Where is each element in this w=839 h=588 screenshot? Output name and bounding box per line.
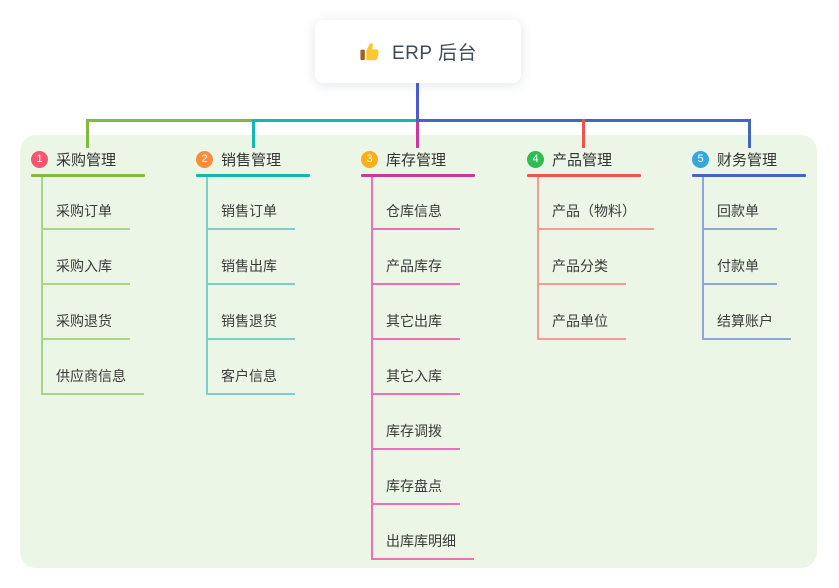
- leaf-node[interactable]: 销售退货: [206, 310, 295, 340]
- leaf-node[interactable]: 产品（物料）: [537, 200, 654, 230]
- leaf-node-label: 仓库信息: [386, 203, 442, 219]
- leaf-node[interactable]: 销售出库: [206, 255, 295, 285]
- branch-index-badge: 2: [196, 150, 213, 168]
- leaf-node[interactable]: 仓库信息: [371, 200, 460, 230]
- leaf-node[interactable]: 结算账户: [702, 310, 791, 340]
- leaf-node-label: 销售出库: [221, 258, 277, 274]
- branch-underline: [196, 174, 310, 177]
- leaf-node[interactable]: 销售订单: [206, 200, 295, 230]
- root-node-label: ERP 后台: [391, 43, 477, 64]
- leaf-node-label: 结算账户: [717, 313, 773, 329]
- leaf-node-label: 产品库存: [386, 258, 442, 274]
- branch-node-label: 销售管理: [221, 151, 282, 169]
- branch-underline: [361, 174, 475, 177]
- leaf-node-label: 销售订单: [221, 203, 277, 219]
- connector-bus-left-green: [86, 119, 252, 122]
- leaf-node[interactable]: 采购订单: [41, 200, 130, 230]
- leaf-node-label: 产品分类: [552, 258, 608, 274]
- leaf-node[interactable]: 回款单: [702, 200, 777, 230]
- leaf-node-label: 库存盘点: [386, 478, 442, 494]
- leaf-node-label: 产品（物料）: [552, 203, 636, 219]
- leaf-node-label: 销售退货: [221, 313, 277, 329]
- branch-node-2[interactable]: 2 销售管理: [196, 147, 281, 171]
- branch-node-1[interactable]: 1 采购管理: [31, 147, 116, 171]
- connector-root-drop: [416, 83, 419, 119]
- leaf-node-label: 其它入库: [386, 368, 442, 384]
- leaf-node-label: 供应商信息: [56, 368, 126, 384]
- thumbs-up-icon: [359, 40, 382, 63]
- branch-node-4[interactable]: 4 产品管理: [527, 147, 612, 171]
- sub-branch-spine: [702, 177, 704, 340]
- branch-node-3[interactable]: 3 库存管理: [361, 147, 446, 171]
- leaf-node-label: 采购入库: [56, 258, 112, 274]
- connector-branch-drop-4: [582, 119, 585, 148]
- sub-branch-spine: [41, 177, 43, 395]
- leaf-node-label: 回款单: [717, 203, 759, 219]
- branch-node-label: 库存管理: [386, 151, 447, 169]
- connector-branch-drop-1: [86, 119, 89, 148]
- sub-branch-spine: [206, 177, 208, 395]
- root-node[interactable]: ERP 后台: [315, 20, 521, 83]
- branch-index-badge: 3: [361, 150, 378, 168]
- leaf-node[interactable]: 库存调拨: [371, 420, 460, 450]
- leaf-node[interactable]: 采购退货: [41, 310, 130, 340]
- leaf-node[interactable]: 库存盘点: [371, 475, 460, 505]
- branch-index-badge: 5: [692, 150, 709, 168]
- leaf-node[interactable]: 供应商信息: [41, 365, 144, 395]
- leaf-node[interactable]: 产品库存: [371, 255, 460, 285]
- branch-node-5[interactable]: 5 财务管理: [692, 147, 777, 171]
- branch-node-label: 产品管理: [552, 151, 613, 169]
- branches-panel: [20, 135, 817, 568]
- branch-underline: [692, 174, 806, 177]
- leaf-node-label: 产品单位: [552, 313, 608, 329]
- sub-branch-spine: [537, 177, 539, 340]
- leaf-node[interactable]: 产品分类: [537, 255, 626, 285]
- leaf-node[interactable]: 其它出库: [371, 310, 460, 340]
- connector-branch-drop-3: [416, 122, 419, 148]
- branch-node-label: 采购管理: [56, 151, 117, 169]
- connector-branch-drop-2: [252, 119, 255, 148]
- branch-underline: [527, 174, 641, 177]
- sub-branch-spine: [371, 177, 373, 560]
- leaf-node-label: 付款单: [717, 258, 759, 274]
- leaf-node-label: 客户信息: [221, 368, 277, 384]
- leaf-node-label: 采购订单: [56, 203, 112, 219]
- leaf-node[interactable]: 产品单位: [537, 310, 626, 340]
- branch-index-badge: 4: [527, 150, 544, 168]
- leaf-node[interactable]: 付款单: [702, 255, 777, 285]
- leaf-node-label: 库存调拨: [386, 423, 442, 439]
- branch-underline: [31, 174, 145, 177]
- leaf-node-label: 其它出库: [386, 313, 442, 329]
- leaf-node-label: 采购退货: [56, 313, 112, 329]
- connector-bus-left-teal: [252, 119, 416, 122]
- branch-index-badge: 1: [31, 150, 48, 168]
- connector-branch-drop-5: [748, 119, 751, 148]
- leaf-node[interactable]: 客户信息: [206, 365, 295, 395]
- leaf-node[interactable]: 采购入库: [41, 255, 130, 285]
- leaf-node-label: 出库库明细: [386, 533, 456, 549]
- leaf-node[interactable]: 其它入库: [371, 365, 460, 395]
- leaf-node[interactable]: 出库库明细: [371, 530, 474, 560]
- branch-node-label: 财务管理: [717, 151, 778, 169]
